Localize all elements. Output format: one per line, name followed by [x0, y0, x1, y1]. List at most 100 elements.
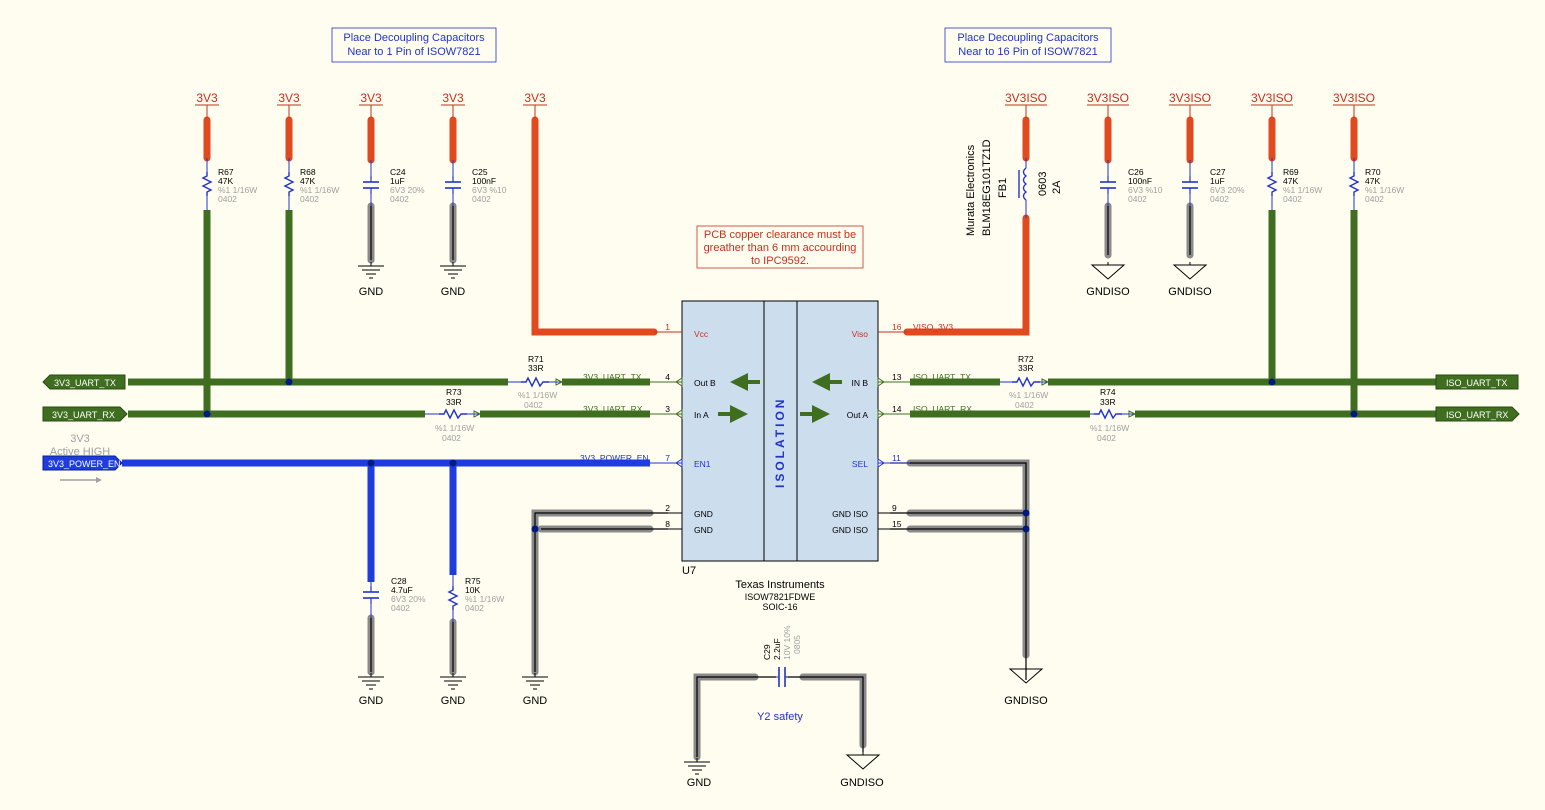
resistor-r69[interactable]: R69 47K %1 1/16W 0402 — [1267, 158, 1322, 210]
enable-wires — [122, 459, 650, 582]
resistor-r67[interactable]: R67 47K %1 1/16W 0402 — [202, 158, 257, 210]
gnd-label: GND — [441, 695, 466, 707]
pin-name: GND — [694, 525, 713, 535]
isolation-label: ISOLATION — [773, 397, 787, 488]
tolerance: %1 1/16W — [1283, 185, 1322, 195]
inductor-icon — [1022, 167, 1028, 201]
package: 0402 — [1128, 194, 1147, 204]
gndiso-label: GNDISO — [1086, 286, 1130, 298]
pin-number: 16 — [892, 322, 902, 332]
value: 10K — [465, 585, 480, 595]
port-iso-uart-tx[interactable]: ISO_UART_TX — [1435, 374, 1519, 390]
resistor-r71[interactable]: R71 33R %1 1/16W 0402 — [508, 354, 562, 410]
resistor-icon — [1011, 377, 1041, 387]
power-label-3v3: 3V3 — [524, 91, 546, 105]
input-arrow-icon — [1128, 410, 1137, 418]
package: 0402 — [391, 603, 410, 613]
resistor-r68[interactable]: R68 47K %1 1/16W 0402 — [284, 158, 339, 210]
clearance-note-line1: PCB copper clearance must be — [704, 229, 856, 241]
package: 0402 — [1365, 194, 1384, 204]
tolerance: %1 1/16W — [518, 390, 557, 400]
gnd-symbol-icon — [357, 261, 385, 279]
enable-hint-line1: 3V3 — [70, 433, 90, 445]
capacitor-c28[interactable]: C28 4.7uF 6V3 20% 0402 — [362, 576, 426, 618]
pin-name: EN1 — [694, 459, 711, 469]
value: 47K — [218, 176, 233, 186]
resistor-icon — [202, 171, 212, 197]
gnd-label: GND — [441, 286, 466, 298]
direction-arrows — [473, 378, 1137, 418]
package: 0402 — [524, 400, 543, 410]
tolerance: %1 1/16W — [300, 185, 339, 195]
capacitor-icon — [362, 175, 380, 195]
tolerance: 6V3 %10 — [1128, 185, 1163, 195]
pin-number: 7 — [665, 453, 670, 463]
port-label: 3V3_UART_TX — [54, 378, 116, 388]
resistor-r75[interactable]: R75 10K %1 1/16W 0402 — [448, 575, 504, 622]
pin-name: GND — [694, 509, 713, 519]
ref: R69 — [1283, 167, 1299, 177]
pin-direction-icon — [675, 458, 683, 468]
y2-safety-label: Y2 safety — [757, 711, 803, 723]
port-3v3-uart-tx[interactable]: 3V3_UART_TX — [42, 374, 126, 390]
buffer-left-icon — [812, 373, 830, 391]
ic-package: SOIC-16 — [762, 602, 797, 612]
pin-number: 8 — [665, 519, 670, 529]
pin-name: In A — [694, 410, 709, 420]
port-3v3-uart-rx[interactable]: 3V3_UART_RX — [42, 406, 128, 422]
pin-number: 14 — [892, 404, 902, 414]
tolerance: %1 1/16W — [435, 423, 474, 433]
gnd-label: GND — [523, 695, 548, 707]
value: 33R — [1018, 363, 1034, 373]
ic-u7[interactable]: ISOLATION 1 Vcc 4 Out — [650, 300, 910, 612]
package: 0402 — [300, 194, 319, 204]
capacitor-c29[interactable]: C29 2.2uF 10V 10% 0805 Y2 safety — [757, 625, 803, 723]
pin-direction-icon — [675, 409, 683, 419]
resistor-icon — [438, 409, 468, 419]
resistor-r72[interactable]: R72 33R %1 1/16W 0402 — [1000, 354, 1048, 410]
package: 0805 — [792, 635, 802, 654]
resistor-icon — [520, 377, 550, 387]
ic-part-number: ISOW7821FDWE — [745, 592, 816, 602]
decoupling-note-left-line2: Near to 1 Pin of ISOW7821 — [347, 46, 480, 58]
ref: R71 — [528, 354, 544, 364]
gndiso-symbol-icon — [846, 751, 880, 770]
tolerance: 6V3 %10 — [472, 185, 507, 195]
value: 2.2uF — [772, 638, 782, 660]
resistor-r70[interactable]: R70 47K %1 1/16W 0402 — [1349, 158, 1404, 210]
capacitor-icon — [362, 585, 380, 605]
value: 33R — [1100, 397, 1116, 407]
pin-direction-icon — [675, 377, 683, 387]
capacitor-c25[interactable]: C25 100nF 6V3 %10 0402 — [444, 160, 507, 206]
port-iso-uart-rx[interactable]: ISO_UART_RX — [1435, 406, 1520, 422]
pin-direction-icon — [877, 409, 885, 419]
fb1-ref: FB1 — [997, 178, 1009, 198]
tolerance: %1 1/16W — [465, 594, 504, 604]
port-label: ISO_UART_RX — [1446, 410, 1508, 420]
capacitor-c27[interactable]: C27 1uF 6V3 20% 0402 — [1181, 160, 1245, 206]
capacitor-c24[interactable]: C24 1uF 6V3 20% 0402 — [362, 160, 425, 206]
gndiso-label: GNDISO — [840, 777, 884, 789]
gnd-symbol-icon — [521, 672, 549, 690]
package: 0402 — [472, 194, 491, 204]
ferrite-bead-fb1[interactable]: Murata Electronics BLM18EG101TZ1D FB1 06… — [965, 139, 1063, 236]
resistor-icon — [1093, 409, 1123, 419]
package: 0402 — [1015, 400, 1034, 410]
pin-name: Vcc — [694, 329, 709, 339]
resistor-r73[interactable]: R73 33R %1 1/16W 0402 — [425, 387, 480, 443]
ref: C25 — [472, 167, 488, 177]
capacitor-c26[interactable]: C26 100nF 6V3 %10 0402 — [1099, 160, 1163, 206]
resistor-r74[interactable]: R74 33R %1 1/16W 0402 — [1090, 387, 1135, 443]
pin-name: Out B — [694, 378, 716, 388]
net-label-iso-rx: ISO_UART_RX — [913, 404, 972, 414]
gndiso-symbol-icon — [1091, 261, 1125, 280]
input-arrow-icon — [1041, 378, 1050, 386]
port-3v3-power-en[interactable]: 3V3_POWER_EN — [42, 455, 123, 471]
buffer-icons — [718, 373, 842, 423]
net-label-viso: VISO_3V3 — [913, 322, 953, 332]
ic-ref: U7 — [682, 565, 696, 577]
pin-number: 2 — [665, 503, 670, 513]
pin-name: GND ISO — [832, 509, 868, 519]
ref: R72 — [1018, 354, 1034, 364]
port-label: 3V3_UART_RX — [52, 410, 115, 420]
